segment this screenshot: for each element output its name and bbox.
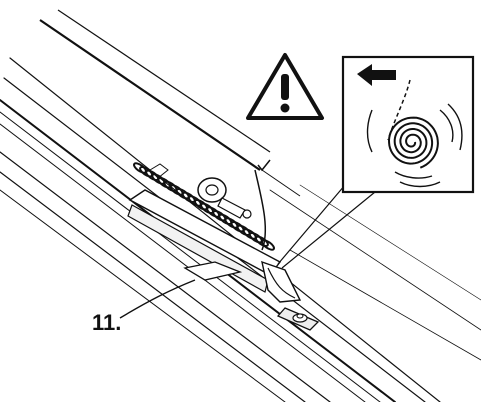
left-arrow-icon: [357, 64, 396, 86]
callout-leader-line: [119, 279, 196, 319]
callout-label-11: 11.: [92, 310, 122, 335]
cover-panel: [39, 9, 301, 251]
warning-triangle-icon: [246, 53, 324, 120]
detail-pointer: [277, 184, 376, 269]
spiral-spring-icon: [387, 116, 439, 169]
pulley-mechanism: [197, 177, 252, 219]
spiral-coil: [387, 116, 439, 169]
belt-strip: [183, 261, 243, 281]
mounting-bracket: [261, 260, 320, 331]
coil-spring: [133, 162, 275, 251]
coil-loop: [261, 239, 275, 251]
motion-lines: [366, 103, 463, 188]
coil-loop: [254, 235, 269, 248]
